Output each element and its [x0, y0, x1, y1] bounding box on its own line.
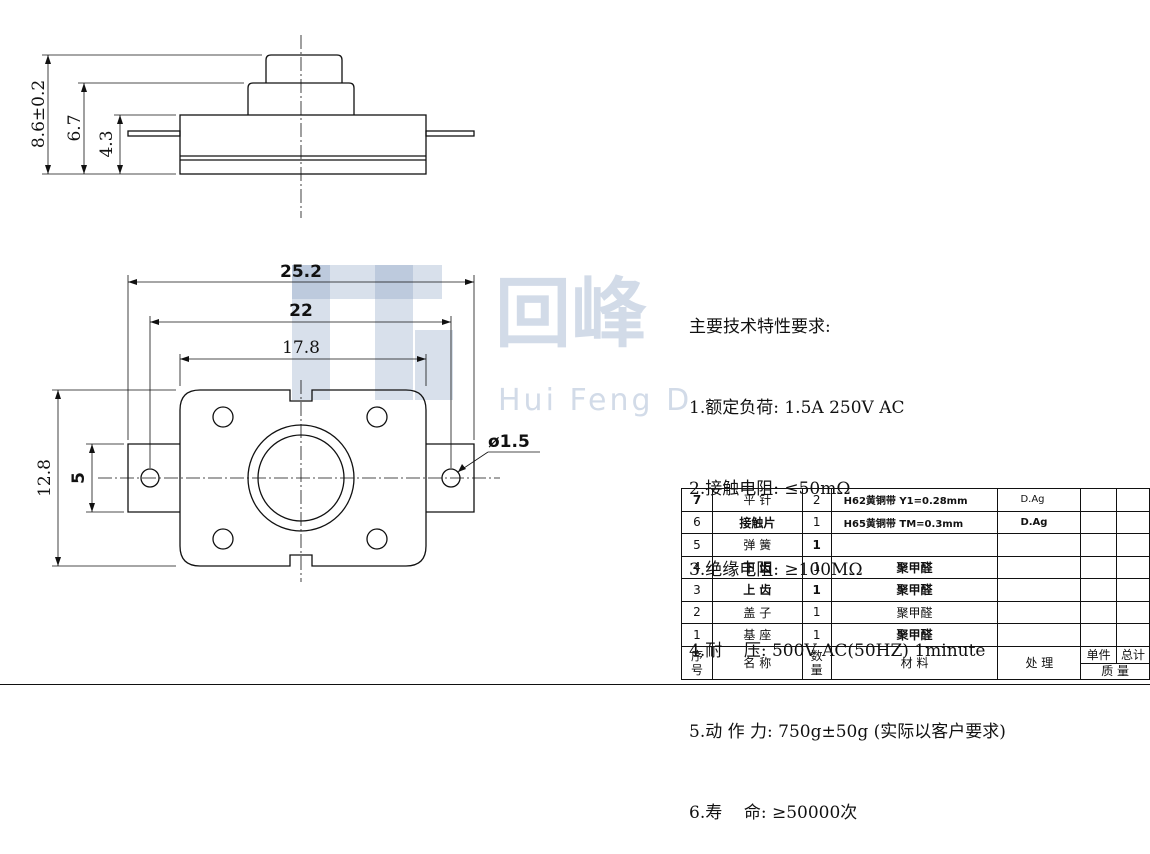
- bom-header-qty: 数量: [801, 645, 832, 680]
- table-row: 3 上 齿 1 聚甲醛: [681, 578, 1150, 602]
- watermark-company-en: Hui Feng D: [498, 383, 692, 418]
- table-row: 4 下 齿 1 聚甲醛: [681, 555, 1150, 579]
- bom-qty: 1: [801, 578, 832, 602]
- watermark-company-cn: 回峰: [495, 269, 647, 358]
- table-row: 7 平 针 2 H62黄铜带 Y1=0.28mm D.Ag: [681, 488, 1150, 512]
- bom-process: [997, 555, 1082, 579]
- top-view: [52, 275, 540, 582]
- bom-process: D.Ag: [997, 488, 1082, 512]
- bom-qty: 1: [801, 600, 832, 624]
- bom-cell: [1116, 510, 1150, 534]
- dim-body-depth: 12.8: [35, 459, 55, 497]
- bom-process: [997, 533, 1082, 557]
- bom-material: 聚甲醛: [830, 623, 999, 647]
- bom-header-name: 名 称: [711, 645, 803, 680]
- dim-tab-height: 5: [69, 472, 89, 484]
- bom-process: [997, 623, 1082, 647]
- dim-body-height: 6.7: [65, 114, 85, 141]
- bom-process: D.Ag: [997, 510, 1082, 534]
- table-row: 6 接触片 1 H65黄铜带 TM=0.3mm D.Ag: [681, 510, 1150, 534]
- bom-cell: [1116, 578, 1150, 602]
- bom-table: 7 平 针 2 H62黄铜带 Y1=0.28mm D.Ag 6 接触片 1 H6…: [681, 488, 1150, 680]
- bom-header-process: 处 理: [997, 645, 1082, 680]
- bom-header-no: 序号: [681, 645, 713, 680]
- table-row: 1 基 座 1 聚甲醛: [681, 623, 1150, 647]
- technical-drawing: 回峰 Hui Feng D 8.6±0.2 6.7 4.3: [29, 35, 692, 582]
- bom-process: [997, 600, 1082, 624]
- bom-header-row: 序号 名 称 数量 材 料 处 理 单件 总计 质 量: [681, 645, 1150, 680]
- bom-name: 接触片: [711, 510, 803, 534]
- bom-no: 6: [681, 510, 713, 534]
- bom-qty: 1: [801, 533, 832, 557]
- dim-base-height: 4.3: [97, 130, 117, 157]
- table-row: 2 盖 子 1 聚甲醛: [681, 600, 1150, 624]
- bom-cell: [1116, 533, 1150, 557]
- bom-cell: [1080, 510, 1118, 534]
- bom-material: 聚甲醛: [830, 600, 999, 624]
- dim-pin-pitch: 22: [289, 301, 313, 321]
- bom-cell: [1080, 533, 1118, 557]
- bom-cell: [1080, 578, 1118, 602]
- bom-cell: [1080, 623, 1118, 647]
- bom-name: 上 齿: [711, 578, 803, 602]
- spec-line: 6.寿 命: ≥50000次: [689, 803, 858, 823]
- bom-cell: [1080, 555, 1118, 579]
- bom-header-mass-label: 质 量: [1101, 663, 1130, 678]
- bom-header-mass: 单件 总计 质 量: [1080, 645, 1150, 680]
- spec-line: 1.额定负荷: 1.5A 250V AC: [689, 398, 905, 418]
- bom-material: H65黄铜带 TM=0.3mm: [830, 510, 999, 534]
- bom-name: 平 针: [711, 488, 803, 512]
- table-row: 5 弹 簧 1: [681, 533, 1150, 557]
- dim-hole-diameter: ø1.5: [488, 432, 530, 452]
- bom-name: 弹 簧: [711, 533, 803, 557]
- bom-process: [997, 578, 1082, 602]
- bom-name: 基 座: [711, 623, 803, 647]
- bom-qty: 2: [801, 488, 832, 512]
- specs-title: 主要技术特性要求:: [689, 317, 831, 337]
- bom-no: 4: [681, 555, 713, 579]
- bom-material: 聚甲醛: [830, 578, 999, 602]
- bom-material: 聚甲醛: [830, 555, 999, 579]
- top-view-arrows: [55, 279, 474, 566]
- bom-material: [830, 533, 999, 557]
- bom-material: H62黄铜带 Y1=0.28mm: [830, 488, 999, 512]
- bom-name: 盖 子: [711, 600, 803, 624]
- bom-qty: 1: [801, 623, 832, 647]
- watermark-logo-icon: [292, 265, 453, 400]
- watermark: 回峰 Hui Feng D: [292, 265, 692, 418]
- side-view: [42, 35, 475, 218]
- bom-header-total: 总计: [1121, 647, 1146, 662]
- bom-cell: [1116, 555, 1150, 579]
- bom-cell: [1080, 600, 1118, 624]
- spec-line: 5.动 作 力: 750g±50g (实际以客户要求): [689, 722, 1006, 742]
- dim-body-width: 17.8: [282, 338, 320, 358]
- bom-name: 下 齿: [711, 555, 803, 579]
- bom-no: 1: [681, 623, 713, 647]
- bom-header-unit: 单件: [1082, 647, 1118, 663]
- bom-qty: 1: [801, 555, 832, 579]
- bom-cell: [1116, 488, 1150, 512]
- dim-overall-width: 25.2: [280, 262, 322, 282]
- side-view-arrows: [45, 55, 123, 174]
- bom-qty: 1: [801, 510, 832, 534]
- bom-no: 2: [681, 600, 713, 624]
- bom-no: 3: [681, 578, 713, 602]
- bom-cell: [1116, 623, 1150, 647]
- bom-cell: [1080, 488, 1118, 512]
- bom-cell: [1116, 600, 1150, 624]
- bom-no: 5: [681, 533, 713, 557]
- bom-header-material: 材 料: [830, 645, 999, 680]
- bom-no: 7: [681, 488, 713, 512]
- dim-total-height: 8.6±0.2: [29, 80, 49, 148]
